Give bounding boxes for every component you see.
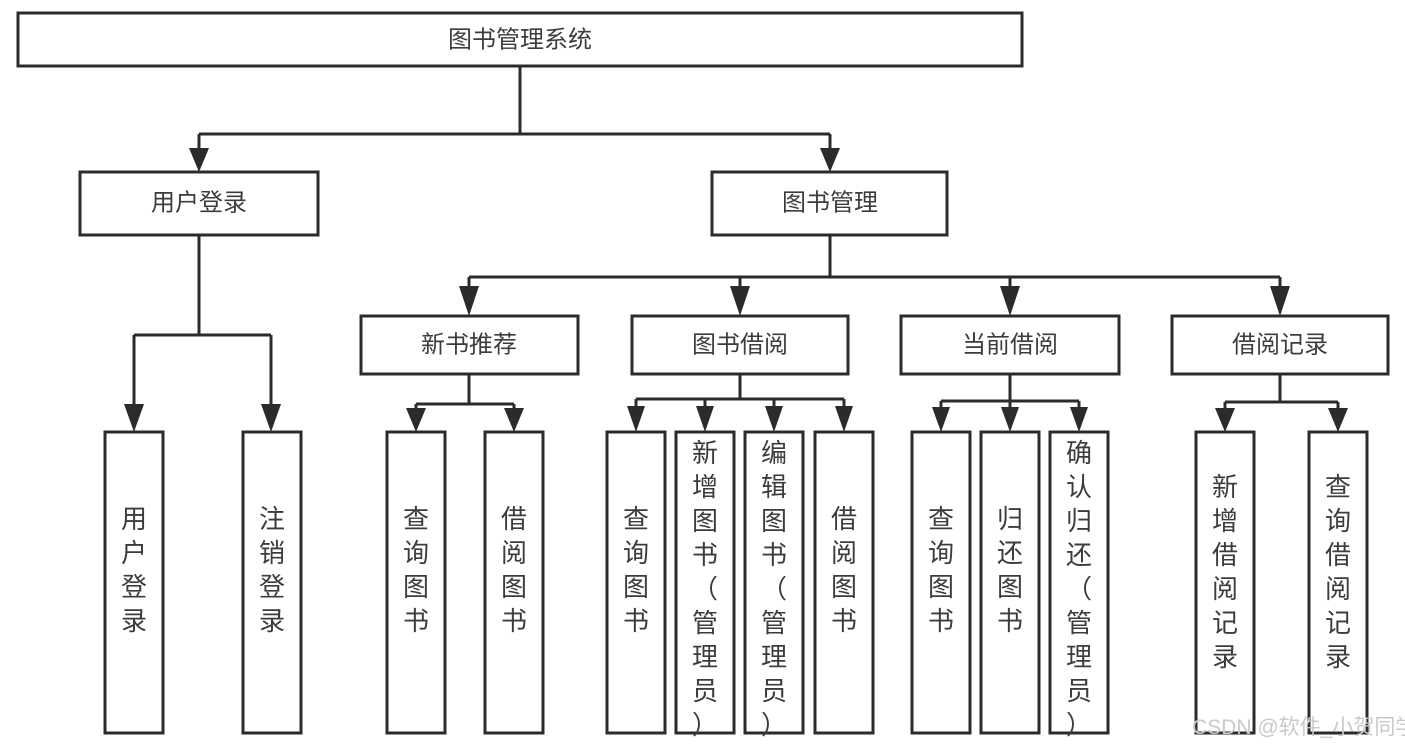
node-leaf-add-book[interactable]: 新增图书（管理员） <box>674 430 736 740</box>
node-new-book-recommend-label: 新书推荐 <box>421 331 517 358</box>
node-leaf-edit-book[interactable]: 编辑图书（管理员） <box>743 430 805 740</box>
node-leaf-return-book-label: 归还图书 <box>997 504 1023 636</box>
arrow-head-leaf-query-book-1 <box>406 408 426 432</box>
node-leaf-add-record-box[interactable] <box>1194 430 1256 735</box>
connector-group-new-book-recommend <box>406 374 524 432</box>
node-leaf-confirm-return-box[interactable] <box>1048 430 1110 735</box>
arrow-head-current-borrow <box>1000 286 1020 316</box>
arrow-head-leaf-query-record <box>1328 408 1348 432</box>
connector-group-current-borrow <box>932 374 1088 432</box>
arrow-head-leaf-return-book <box>1001 407 1019 432</box>
node-leaf-query-book-2-box[interactable] <box>605 430 667 735</box>
node-leaf-query-record-label: 查询借阅记录 <box>1325 472 1351 672</box>
connector-group-book-management <box>459 235 1290 316</box>
arrow-head-new-book-recommend <box>459 286 479 316</box>
connector-group-book-borrow <box>627 374 853 432</box>
node-leaf-query-book-1[interactable]: 查询图书 <box>385 430 447 735</box>
node-leaf-borrow-book-2-label: 借阅图书 <box>831 504 857 636</box>
arrow-head-leaf-edit-book <box>765 406 783 432</box>
node-book-management-box[interactable] <box>710 170 949 237</box>
node-leaf-user-logout-label: 注销登录 <box>259 504 285 636</box>
node-leaf-borrow-book-1-box[interactable] <box>483 430 545 735</box>
node-root-label: 图书管理系统 <box>448 26 592 53</box>
arrow-head-user-login <box>189 148 209 172</box>
arrow-head-book-management <box>820 148 840 172</box>
node-book-borrow[interactable]: 图书借阅 <box>630 314 850 376</box>
arrow-head-book-borrow <box>730 286 750 316</box>
node-leaf-add-record-label: 新增借阅记录 <box>1212 472 1238 672</box>
node-leaf-query-book-2[interactable]: 查询图书 <box>605 430 667 735</box>
node-leaf-confirm-return-label: 确认归还（管理员） <box>1066 438 1092 740</box>
node-book-management-label: 图书管理 <box>782 189 878 216</box>
node-user-login-label: 用户登录 <box>151 189 247 216</box>
node-borrow-record[interactable]: 借阅记录 <box>1170 314 1390 376</box>
node-book-management[interactable]: 图书管理 <box>710 170 949 237</box>
node-leaf-return-book[interactable]: 归还图书 <box>979 430 1041 735</box>
node-leaf-borrow-book-1[interactable]: 借阅图书 <box>483 430 545 735</box>
node-root-box[interactable] <box>16 11 1024 68</box>
node-root[interactable]: 图书管理系统 <box>16 11 1024 68</box>
arrow-head-leaf-borrow-book-1 <box>504 408 524 432</box>
node-leaf-add-book-box[interactable] <box>674 430 736 735</box>
node-new-book-recommend-box[interactable] <box>359 314 580 376</box>
node-user-login[interactable]: 用户登录 <box>78 170 320 237</box>
connector-group-borrow-record <box>1215 374 1348 432</box>
node-leaf-query-record[interactable]: 查询借阅记录 <box>1307 430 1369 735</box>
node-new-book-recommend[interactable]: 新书推荐 <box>359 314 580 376</box>
node-book-borrow-box[interactable] <box>630 314 850 376</box>
watermark-label: CSDN @软件_小贺同学 <box>1192 716 1405 739</box>
arrow-head-leaf-confirm-return <box>1070 407 1088 432</box>
node-current-borrow[interactable]: 当前借阅 <box>899 314 1121 376</box>
node-leaf-query-book-2-label: 查询图书 <box>623 504 649 636</box>
connector-group-root <box>189 66 840 172</box>
arrow-head-leaf-user-logout <box>261 404 281 432</box>
node-leaf-query-book-1-box[interactable] <box>385 430 447 735</box>
node-leaf-confirm-return[interactable]: 确认归还（管理员） <box>1048 430 1110 740</box>
node-leaf-return-book-box[interactable] <box>979 430 1041 735</box>
node-current-borrow-box[interactable] <box>899 314 1121 376</box>
arrow-head-leaf-borrow-book-2 <box>835 406 853 432</box>
node-leaf-user-login[interactable]: 用户登录 <box>103 430 165 735</box>
node-borrow-record-box[interactable] <box>1170 314 1390 376</box>
node-leaf-borrow-book-2[interactable]: 借阅图书 <box>813 430 875 735</box>
node-leaf-query-record-box[interactable] <box>1307 430 1369 735</box>
arrow-head-borrow-record <box>1270 286 1290 316</box>
arrow-head-leaf-query-book-2 <box>627 406 645 432</box>
arrow-head-leaf-add-book <box>696 406 714 432</box>
arrow-head-leaf-user-login <box>124 404 144 432</box>
node-leaf-query-book-1-label: 查询图书 <box>403 504 429 636</box>
node-book-borrow-label: 图书借阅 <box>692 331 788 358</box>
node-leaf-add-book-label: 新增图书（管理员） <box>692 438 718 740</box>
arrow-head-leaf-add-record <box>1215 408 1235 432</box>
node-leaf-query-book-3-box[interactable] <box>910 430 972 735</box>
node-leaf-user-login-label: 用户登录 <box>121 504 147 636</box>
node-leaf-edit-book-label: 编辑图书（管理员） <box>761 438 787 740</box>
node-leaf-user-logout-box[interactable] <box>241 430 303 735</box>
node-leaf-borrow-book-2-box[interactable] <box>813 430 875 735</box>
node-leaf-query-book-3-label: 查询图书 <box>928 504 954 636</box>
arrow-head-leaf-query-book-3 <box>932 407 950 432</box>
node-user-login-box[interactable] <box>78 170 320 237</box>
connector-group-user-login <box>124 235 281 432</box>
node-leaf-add-record[interactable]: 新增借阅记录 <box>1194 430 1256 735</box>
node-borrow-record-label: 借阅记录 <box>1232 331 1328 358</box>
node-leaf-user-login-box[interactable] <box>103 430 165 735</box>
node-current-borrow-label: 当前借阅 <box>962 331 1058 358</box>
node-leaf-query-book-3[interactable]: 查询图书 <box>910 430 972 735</box>
node-leaf-user-logout[interactable]: 注销登录 <box>241 430 303 735</box>
node-leaf-edit-book-box[interactable] <box>743 430 805 735</box>
node-leaf-borrow-book-1-label: 借阅图书 <box>501 504 527 636</box>
